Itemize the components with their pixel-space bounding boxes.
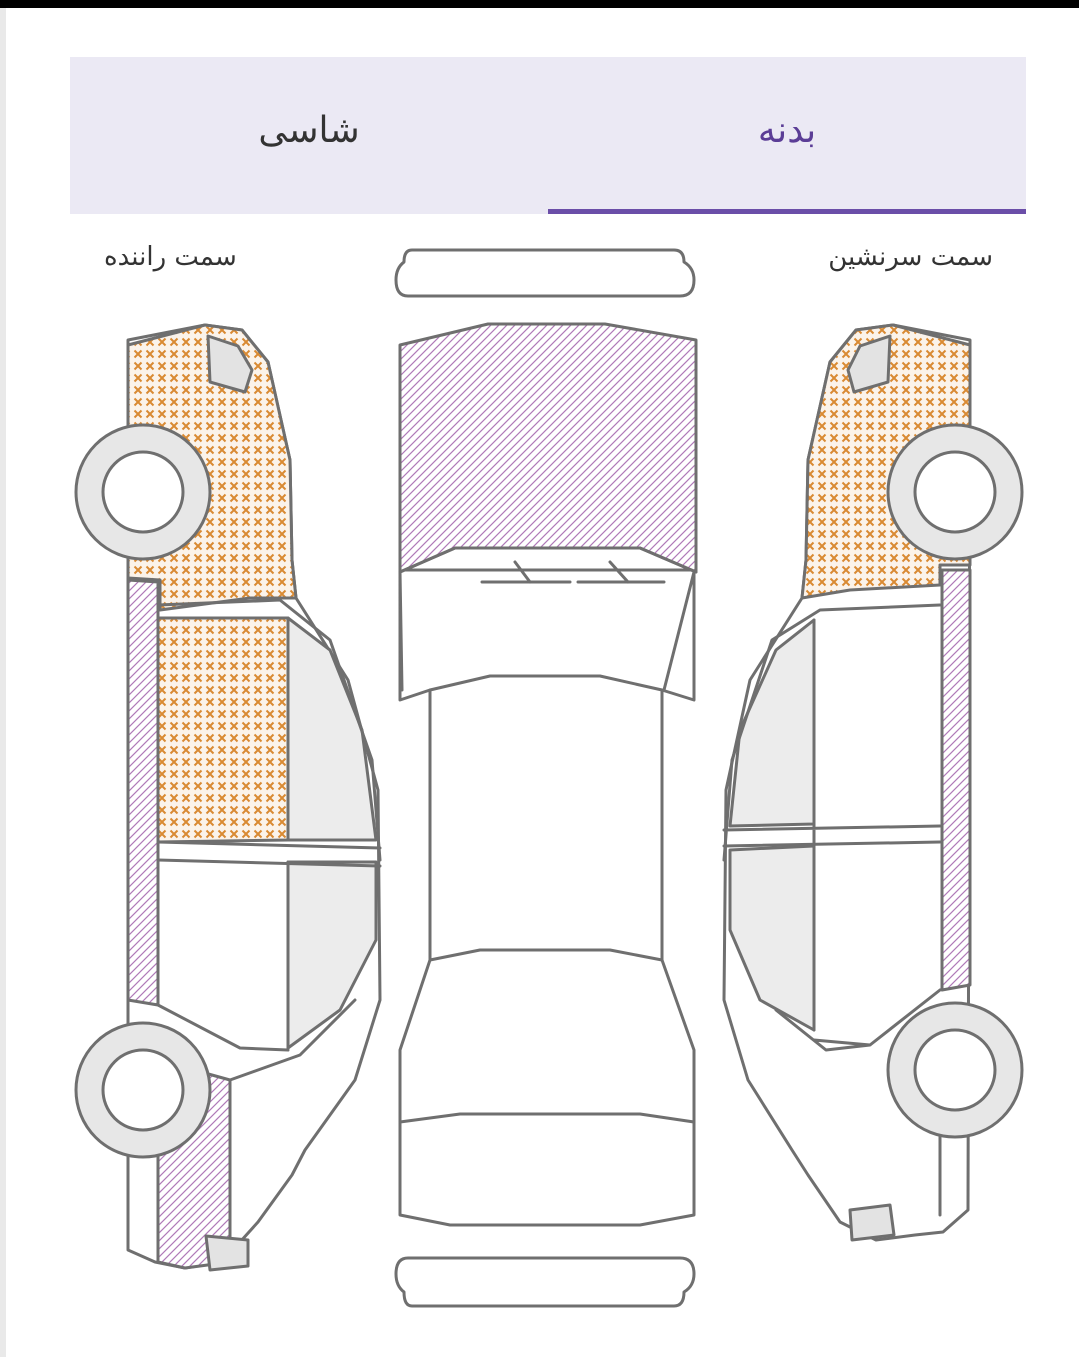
car-top-view bbox=[394, 248, 698, 1308]
roof-top bbox=[428, 948, 664, 962]
car-passenger-side bbox=[722, 323, 1024, 1242]
passenger-rear-rim bbox=[913, 1028, 997, 1112]
driver-side-label: سمت راننده bbox=[104, 242, 237, 272]
tab-body-label: بدنه bbox=[757, 110, 817, 151]
driver-taillight bbox=[204, 1234, 250, 1272]
passenger-side-skirt[interactable] bbox=[940, 568, 972, 992]
status-bar bbox=[0, 0, 1079, 8]
passenger-side-label: سمت سرنشین bbox=[828, 242, 993, 272]
passenger-taillight bbox=[848, 1203, 896, 1242]
windshield-top bbox=[398, 546, 698, 692]
active-tab-indicator bbox=[548, 209, 1026, 214]
tab-chassis-label: شاسی bbox=[258, 110, 360, 151]
tab-bar: شاسی بدنه bbox=[70, 57, 1026, 214]
passenger-roof-line bbox=[722, 603, 942, 1217]
car-driver-side bbox=[74, 323, 382, 1272]
wiper-marks bbox=[480, 560, 666, 584]
tab-chassis[interactable]: شاسی bbox=[70, 57, 548, 214]
hood[interactable] bbox=[398, 322, 698, 574]
driver-front-rim bbox=[101, 450, 185, 534]
passenger-headlight bbox=[846, 334, 892, 394]
car-body-top-outline bbox=[398, 568, 696, 1227]
screen-edge bbox=[0, 8, 6, 1357]
rear-bumper-top[interactable] bbox=[394, 1256, 696, 1308]
driver-headlight bbox=[206, 334, 254, 394]
driver-side-skirt[interactable] bbox=[126, 578, 160, 1007]
front-bumper-top[interactable] bbox=[394, 248, 696, 298]
driver-front-window bbox=[286, 616, 378, 842]
passenger-front-rim bbox=[913, 450, 997, 534]
driver-rear-rim bbox=[101, 1048, 185, 1132]
trunk-top bbox=[398, 1112, 696, 1124]
tab-body[interactable]: بدنه bbox=[548, 57, 1026, 214]
driver-roof-line bbox=[156, 598, 382, 1082]
driver-front-door[interactable] bbox=[156, 616, 290, 844]
